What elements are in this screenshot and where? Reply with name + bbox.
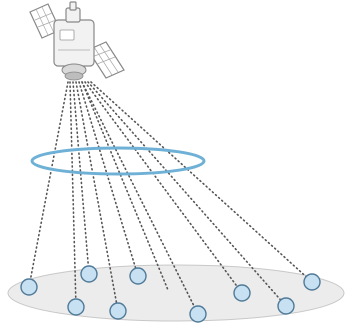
beam-line [81,81,169,291]
receiver-node [233,284,251,302]
beam-line [75,81,119,312]
beam-line [78,81,139,277]
receiver-node [67,298,85,316]
beam-line [90,81,313,283]
receivers [20,265,321,323]
satellite-icon [29,1,125,81]
ground-plane [7,264,345,322]
receiver-node [20,278,38,296]
receiver-node [189,305,207,323]
beam-line [81,81,199,315]
receiver-node [277,297,295,315]
beam-line [87,81,287,307]
receiver-node [303,273,321,291]
beam-ring [30,146,206,176]
receiver-node [80,265,98,283]
beam-line [84,81,243,294]
satellite-body [53,19,95,67]
beam-line [69,81,77,308]
beam-lines [28,81,313,315]
receiver-node [109,302,127,320]
beam-line [72,81,90,275]
receiver-node [129,267,147,285]
solar-panel-right [87,41,125,79]
beam-line [28,81,69,288]
